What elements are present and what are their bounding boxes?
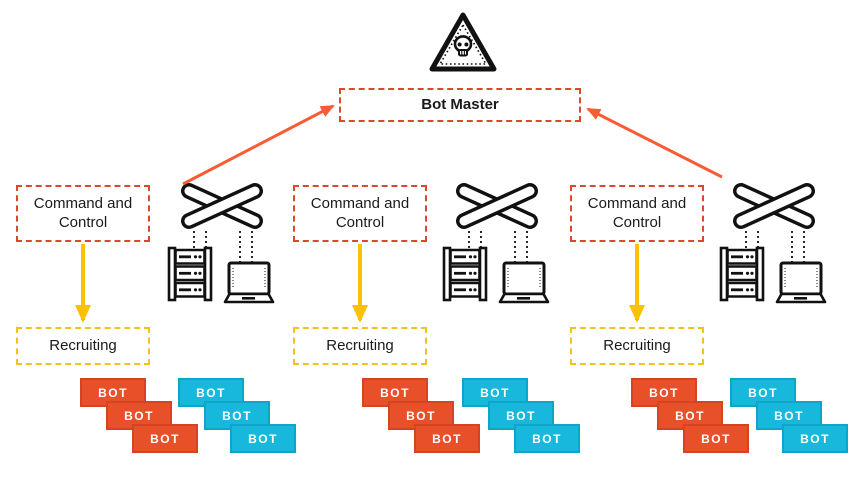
laptop-icon [498,261,550,304]
recruiting-label: Recruiting [603,336,671,354]
bot-box: BOT [782,424,848,453]
arrow-switch1-to-botmaster [182,104,335,186]
network-node-group-3 [718,179,830,305]
bot-stack-cyan-2: BOT BOT BOT [462,378,580,453]
server-rack-icon [442,246,488,302]
bot-stack-cyan-1: BOT BOT BOT [178,378,296,453]
bot-stack-cyan-3: BOT BOT BOT [730,378,848,453]
bot-stack-orange-2: BOT BOT BOT [362,378,480,453]
command-control-label: Command and Control [587,194,687,231]
bot-box: BOT [414,424,480,453]
recruiting-box-2: Recruiting [293,327,427,365]
connection-dotted-lines [745,231,805,263]
network-node-group-1 [166,179,278,305]
network-switch-icon [733,183,815,229]
bot-box: BOT [132,424,198,453]
bot-master-box: Bot Master [339,88,581,122]
bot-stack-orange-1: BOT BOT BOT [80,378,198,453]
bot-box: BOT [230,424,296,453]
laptop-icon [223,261,275,304]
network-switch-icon [181,183,263,229]
network-node-group-2 [441,179,553,305]
command-control-box-3: Command and Control [570,185,704,242]
server-rack-icon [167,246,213,302]
recruiting-box-1: Recruiting [16,327,150,365]
skull-warning-icon [427,9,499,75]
recruiting-label: Recruiting [49,336,117,354]
bot-master-label: Bot Master [421,95,499,113]
network-switch-icon [456,183,538,229]
connection-dotted-lines [193,231,253,263]
connection-dotted-lines [468,231,528,263]
recruiting-label: Recruiting [326,336,394,354]
command-control-label: Command and Control [33,194,133,231]
arrow-switch3-to-botmaster [586,107,723,179]
bot-stack-orange-3: BOT BOT BOT [631,378,749,453]
bot-box: BOT [514,424,580,453]
bot-box: BOT [683,424,749,453]
server-rack-icon [719,246,765,302]
laptop-icon [775,261,827,304]
command-control-box-2: Command and Control [293,185,427,242]
recruiting-box-3: Recruiting [570,327,704,365]
command-control-label: Command and Control [310,194,410,231]
command-control-box-1: Command and Control [16,185,150,242]
